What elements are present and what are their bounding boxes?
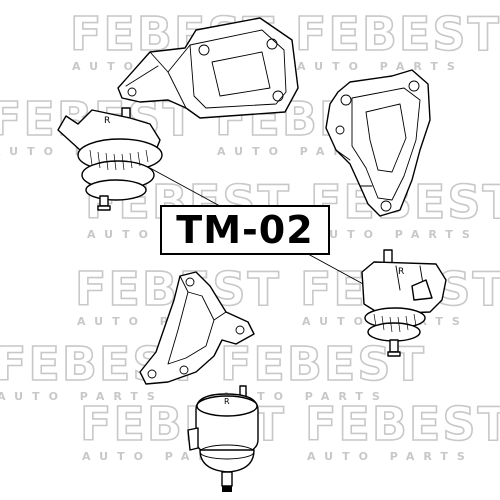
- part-number-box: TM-02: [160, 205, 330, 255]
- watermark-subtitle: AUTO PARTS: [222, 390, 389, 403]
- watermark-subtitle: AUTO PARTS: [297, 60, 464, 73]
- watermark-brand: FEBEST: [305, 397, 500, 451]
- watermark-subtitle: AUTO PARTS: [307, 450, 474, 463]
- bottom-mount-drawing: R: [187, 385, 259, 492]
- watermark-brand: FEBEST: [295, 7, 500, 61]
- bottom-mount-letter: R: [224, 397, 230, 406]
- watermark-subtitle: AUTO PARTS: [312, 228, 479, 241]
- right-mount-drawing: R: [361, 249, 447, 357]
- left-mount-drawing: R: [57, 107, 163, 211]
- part-number: TM-02: [176, 208, 314, 252]
- right-mount-letter: R: [398, 267, 404, 277]
- left-mount-letter: R: [104, 116, 110, 126]
- watermark-row-6: FEBEST AUTO PARTS FEBEST AUTO PARTS: [79, 396, 500, 463]
- bottom-bracket-drawing: [139, 271, 255, 385]
- top-bracket-drawing: [117, 17, 299, 119]
- right-bracket-drawing: [325, 69, 431, 217]
- watermark-subtitle: AUTO PARTS: [0, 390, 164, 403]
